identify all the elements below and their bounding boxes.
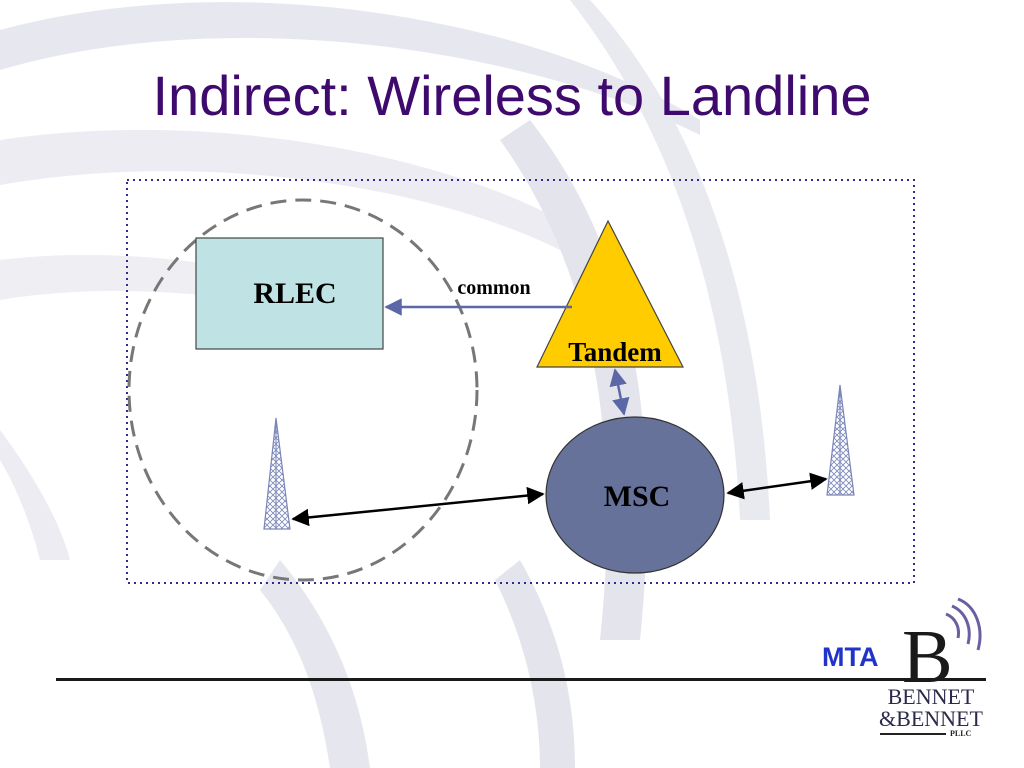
slide-title: Indirect: Wireless to Landline (152, 64, 872, 127)
mta-boundary (126, 179, 915, 584)
mta-label: MTA (822, 642, 879, 672)
tandem-triangle (536, 219, 684, 368)
logo-letter: B (902, 615, 953, 686)
footer-divider (56, 678, 986, 681)
msc-node: MSC (545, 416, 725, 574)
rlec-node: RLEC (195, 237, 384, 350)
msc-ellipse (545, 416, 725, 574)
logo-text-line2: &BENNET (879, 706, 983, 731)
tandem-msc-arrow (609, 368, 630, 416)
rlec-label: RLEC (253, 277, 336, 310)
cell-tower-icon (263, 417, 291, 530)
logo-underline (880, 733, 946, 735)
common-label: common (457, 277, 530, 299)
msc-label: MSC (604, 480, 671, 513)
logo-suffix: PLLC (950, 729, 972, 738)
msc-right-tower-arrow (726, 472, 828, 500)
local-calling-area-circle (127, 198, 479, 582)
cell-tower-icon (826, 384, 855, 496)
bennet-logo-mark: B (902, 597, 982, 686)
tandem-node: Tandem (536, 219, 684, 368)
logo-text-line1: BENNET (887, 684, 975, 709)
msc-left-tower-arrow (291, 486, 545, 527)
tandem-label: Tandem (568, 337, 662, 367)
rlec-box (195, 237, 384, 350)
